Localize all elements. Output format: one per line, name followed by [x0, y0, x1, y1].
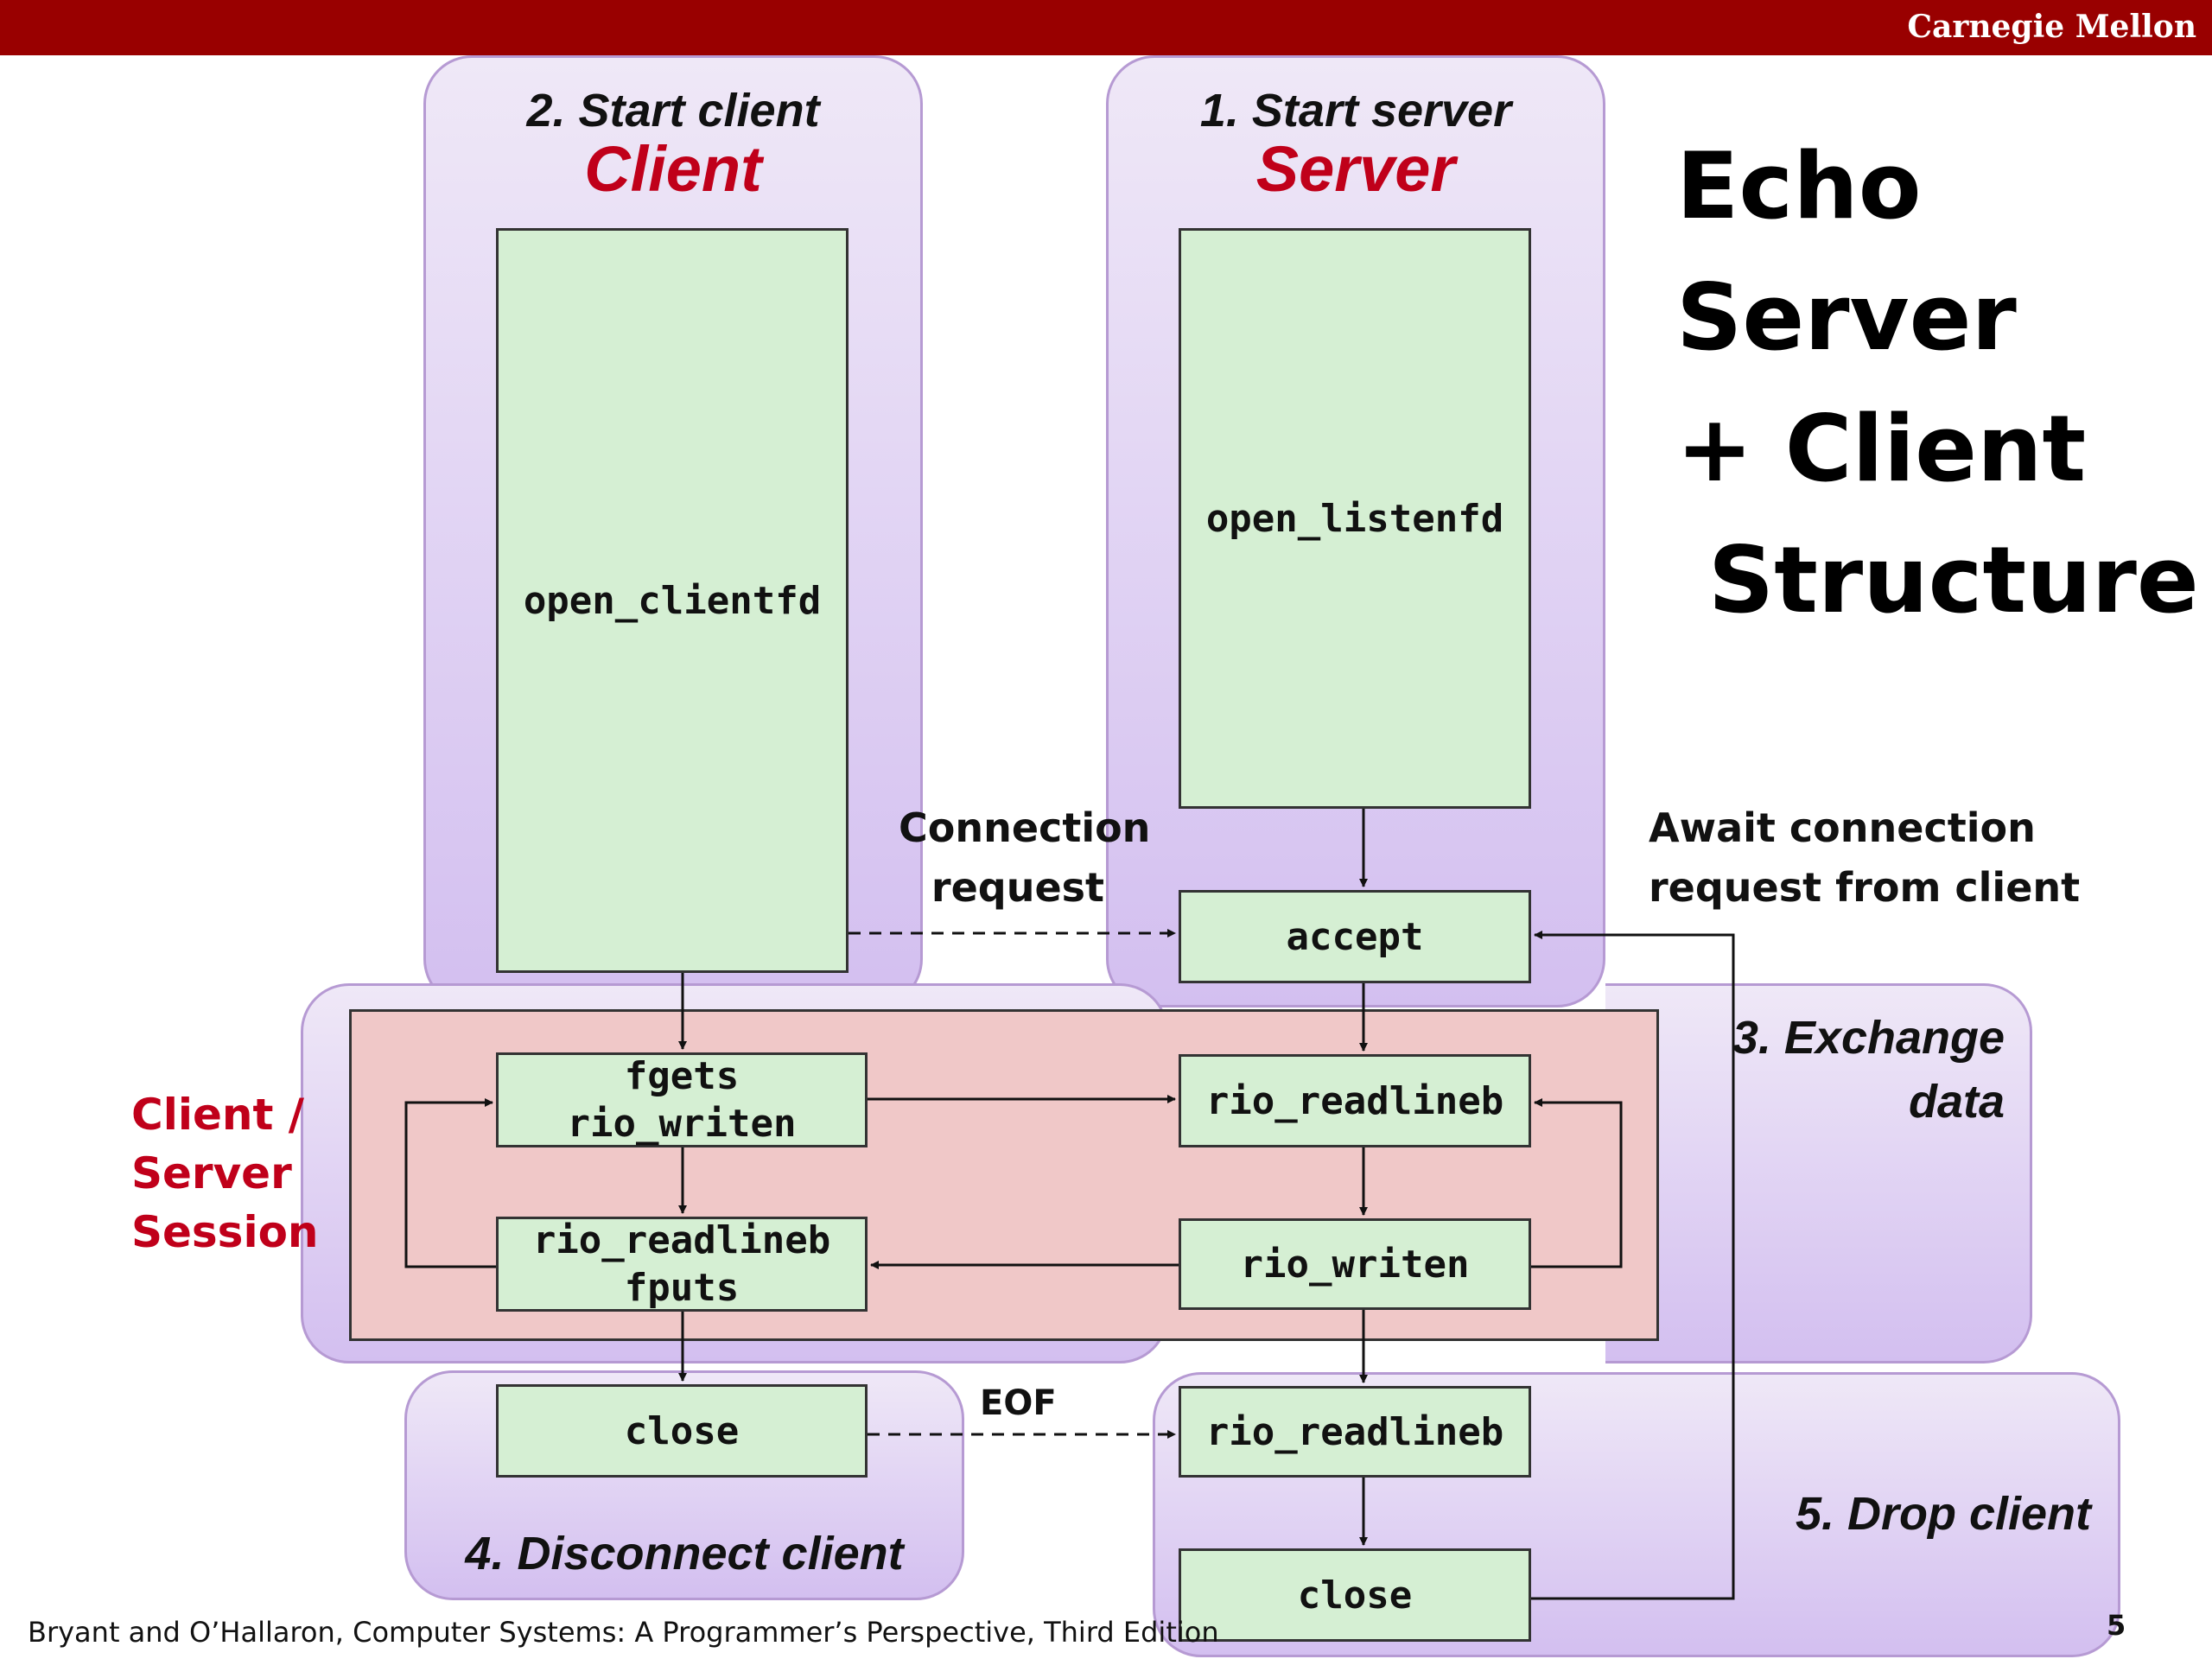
- client-rio-writen-text: rio_writen: [567, 1102, 797, 1146]
- server-readlineb-box: rio_readlineb: [1179, 1054, 1531, 1147]
- open-listenfd-text: open_listenfd: [1205, 496, 1504, 541]
- exchange-phase-label: 3. Exchange data: [1732, 1012, 2005, 1128]
- fgets-text: fgets: [624, 1054, 740, 1098]
- server-phase-label: 1. Start server Server: [1106, 86, 1605, 202]
- slide-title: Echo Server + Client Structure: [1676, 133, 2199, 633]
- arrow-close-to-accept: [1531, 931, 1735, 1600]
- client-close-text: close: [624, 1408, 740, 1453]
- open-listenfd-box: open_listenfd: [1179, 228, 1531, 809]
- server-close-box: close: [1179, 1548, 1531, 1642]
- accept-text: accept: [1286, 914, 1424, 959]
- connection-request-label: Connection request: [899, 804, 1151, 911]
- server-close-text: close: [1297, 1573, 1413, 1618]
- page-number: 5: [2107, 1609, 2126, 1642]
- brand-text: Carnegie Mellon: [1907, 9, 2196, 45]
- client-close-box: close: [496, 1384, 868, 1478]
- top-bar: Carnegie Mellon: [0, 0, 2212, 55]
- open-clientfd-box: open_clientfd: [496, 228, 849, 973]
- server-rio-readlineb-text: rio_readlineb: [1205, 1078, 1504, 1123]
- open-clientfd-text: open_clientfd: [523, 578, 822, 623]
- server-role-title: Server: [1255, 132, 1456, 205]
- fgets-writen-box: fgets rio_writen: [496, 1052, 868, 1147]
- accept-box: accept: [1179, 890, 1531, 983]
- server-rio-writen-text: rio_writen: [1240, 1242, 1470, 1287]
- client-server-session-label: Client / Server Session: [131, 1090, 319, 1257]
- server-readlineb2-box: rio_readlineb: [1179, 1386, 1531, 1478]
- eof-label: EOF: [980, 1383, 1057, 1423]
- arrow-server-loop: [1531, 1098, 1623, 1268]
- await-connection-label: Await connection request from client: [1649, 804, 2081, 911]
- disconnect-phase-label: 4. Disconnect client: [465, 1528, 904, 1580]
- server-phase-title: 1. Start server: [1199, 85, 1512, 137]
- client-phase-title: 2. Start client: [526, 85, 820, 137]
- client-rio-readlineb-text: rio_readlineb: [532, 1218, 831, 1262]
- server-rio-readlineb2-text: rio_readlineb: [1205, 1409, 1504, 1454]
- footer-citation: Bryant and O’Hallaron, Computer Systems:…: [28, 1616, 1219, 1649]
- arrow-client-loop: [404, 1098, 496, 1268]
- server-writen-box: rio_writen: [1179, 1218, 1531, 1310]
- drop-phase-label: 5. Drop client: [1795, 1488, 2091, 1540]
- exchange-panel-right: [1605, 983, 2032, 1363]
- readlineb-fputs-box: rio_readlineb fputs: [496, 1217, 868, 1312]
- fputs-text: fputs: [624, 1266, 740, 1310]
- client-role-title: Client: [584, 132, 762, 205]
- client-phase-label: 2. Start client Client: [423, 86, 923, 202]
